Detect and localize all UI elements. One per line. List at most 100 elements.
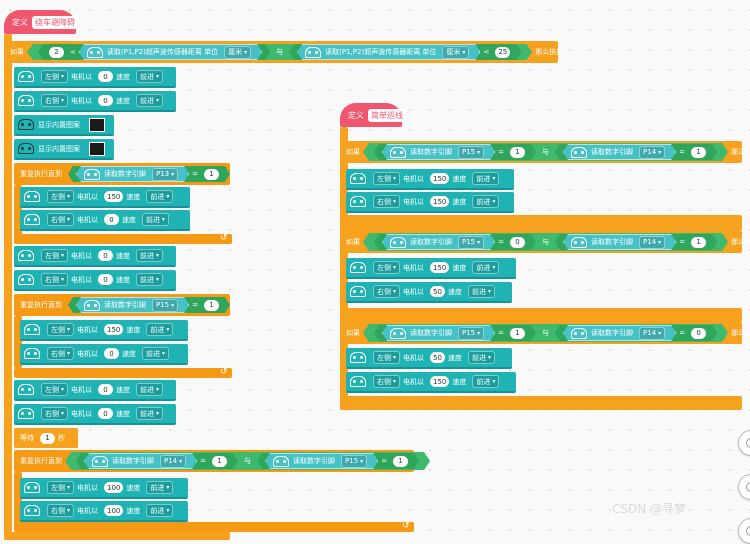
led-pattern-preview[interactable] — [89, 117, 105, 132]
speed-input[interactable]: 150 — [104, 324, 124, 335]
show-pattern-block[interactable]: 显示内置图案 — [14, 139, 114, 160]
ultrasonic-reporter[interactable]: 读取(P1,P2)超声波传感器距离 单位厘米 — [79, 44, 262, 60]
motor-side-dropdown[interactable]: 右侧 — [41, 94, 69, 107]
compare-value-input[interactable]: 1 — [393, 456, 408, 467]
motor-side-dropdown[interactable]: 右侧 — [41, 273, 69, 286]
procedure-define-hat[interactable]: 定义简单巡线 — [340, 103, 406, 127]
direction-dropdown[interactable]: 前进 — [142, 347, 170, 360]
ultrasonic-reporter[interactable]: 读取(P1,P2)超声波传感器距离 单位厘米 — [297, 44, 480, 60]
compare-value-input[interactable]: 1 — [204, 169, 219, 180]
motor-side-dropdown[interactable]: 右侧 — [47, 347, 75, 360]
speed-input[interactable]: 0 — [104, 348, 120, 359]
compare-value-input[interactable]: 1 — [510, 328, 525, 339]
motor-side-dropdown[interactable]: 左侧 — [41, 70, 69, 83]
procedure-define-hat[interactable]: 定义绕车避障碍 — [4, 10, 78, 34]
speed-input[interactable]: 150 — [104, 191, 124, 202]
motor-block[interactable]: 右侧电机以100速度前进 — [20, 501, 188, 522]
pin-dropdown[interactable]: P15 — [341, 455, 367, 468]
motor-block[interactable]: 左侧电机以0速度前进 — [14, 67, 176, 88]
motor-side-dropdown[interactable]: 左侧 — [373, 351, 401, 364]
lt-compare[interactable]: 2<读取(P1,P2)超声波传感器距离 单位厘米 — [38, 44, 270, 60]
speed-input[interactable]: 0 — [98, 274, 114, 285]
motor-side-dropdown[interactable]: 右侧 — [373, 195, 401, 208]
speed-input[interactable]: 50 — [430, 286, 446, 297]
direction-dropdown[interactable]: 前进 — [472, 172, 500, 185]
direction-dropdown[interactable]: 前进 — [468, 285, 496, 298]
pin-dropdown[interactable]: P15 — [152, 299, 178, 312]
compare-value-input[interactable]: 1 — [691, 237, 706, 248]
unit-dropdown[interactable]: 厘米 — [442, 46, 469, 59]
speed-input[interactable]: 50 — [430, 352, 446, 363]
compare-value-input[interactable]: 2 — [49, 47, 64, 58]
speed-input[interactable]: 150 — [430, 196, 450, 207]
motor-block[interactable]: 右侧电机以50速度前进 — [346, 282, 512, 303]
speed-input[interactable]: 150 — [430, 262, 450, 273]
and-operator[interactable]: 2<读取(P1,P2)超声波传感器距离 单位厘米与读取(P1,P2)超声波传感器… — [27, 44, 532, 60]
compare-value-input[interactable]: 0 — [510, 237, 525, 248]
speed-input[interactable]: 100 — [104, 505, 124, 516]
speed-input[interactable]: 0 — [98, 95, 114, 106]
speed-input[interactable]: 0 — [98, 408, 114, 419]
motor-block[interactable]: 右侧电机以0速度前进 — [14, 91, 176, 112]
direction-dropdown[interactable]: 前进 — [472, 261, 500, 274]
motor-side-dropdown[interactable]: 右侧 — [47, 504, 75, 517]
pin-dropdown[interactable]: P15 — [458, 236, 484, 249]
direction-dropdown[interactable]: 前进 — [136, 94, 164, 107]
direction-dropdown[interactable]: 前进 — [146, 323, 174, 336]
compare-value-input[interactable]: 1 — [204, 300, 219, 311]
motor-side-dropdown[interactable]: 左侧 — [41, 249, 69, 262]
zoom-reset-button[interactable] — [738, 430, 750, 456]
speed-input[interactable]: 0 — [104, 214, 120, 225]
procedure-name[interactable]: 绕车避障碍 — [32, 15, 78, 29]
pin-dropdown[interactable]: P14 — [639, 236, 665, 249]
motor-block[interactable]: 左侧电机以150速度前进 — [346, 258, 516, 279]
motor-block[interactable]: 左侧电机以0速度前进 — [14, 246, 176, 267]
speed-input[interactable]: 100 — [104, 482, 124, 493]
compare-value-input[interactable]: 1 — [691, 147, 706, 158]
if-block-header[interactable]: 如果2<读取(P1,P2)超声波传感器距离 单位厘米与读取(P1,P2)超声波传… — [4, 41, 563, 63]
direction-dropdown[interactable]: 前进 — [146, 504, 174, 517]
motor-block[interactable]: 左侧电机以150速度前进 — [20, 320, 188, 341]
motor-block[interactable]: 右侧电机以0速度前进 — [20, 344, 188, 365]
direction-dropdown[interactable]: 前进 — [136, 383, 164, 396]
direction-dropdown[interactable]: 前进 — [136, 407, 164, 420]
direction-dropdown[interactable]: 前进 — [146, 481, 174, 494]
direction-dropdown[interactable]: 前进 — [136, 249, 164, 262]
show-pattern-block[interactable]: 显示内置图案 — [14, 115, 114, 136]
compare-value-input[interactable]: 1 — [212, 456, 227, 467]
wait-value-input[interactable]: 1 — [40, 432, 55, 444]
unit-dropdown[interactable]: 厘米 — [224, 46, 251, 59]
direction-dropdown[interactable]: 前进 — [468, 351, 496, 364]
direction-dropdown[interactable]: 前进 — [472, 195, 500, 208]
direction-dropdown[interactable]: 前进 — [136, 273, 164, 286]
motor-side-dropdown[interactable]: 左侧 — [373, 261, 401, 274]
compare-value-input[interactable]: 25 — [495, 47, 510, 58]
speed-input[interactable]: 150 — [430, 173, 450, 184]
motor-block[interactable]: 左侧电机以100速度前进 — [20, 478, 188, 499]
zoom-out-button[interactable] — [738, 518, 750, 544]
motor-block[interactable]: 左侧电机以150速度前进 — [20, 187, 190, 208]
